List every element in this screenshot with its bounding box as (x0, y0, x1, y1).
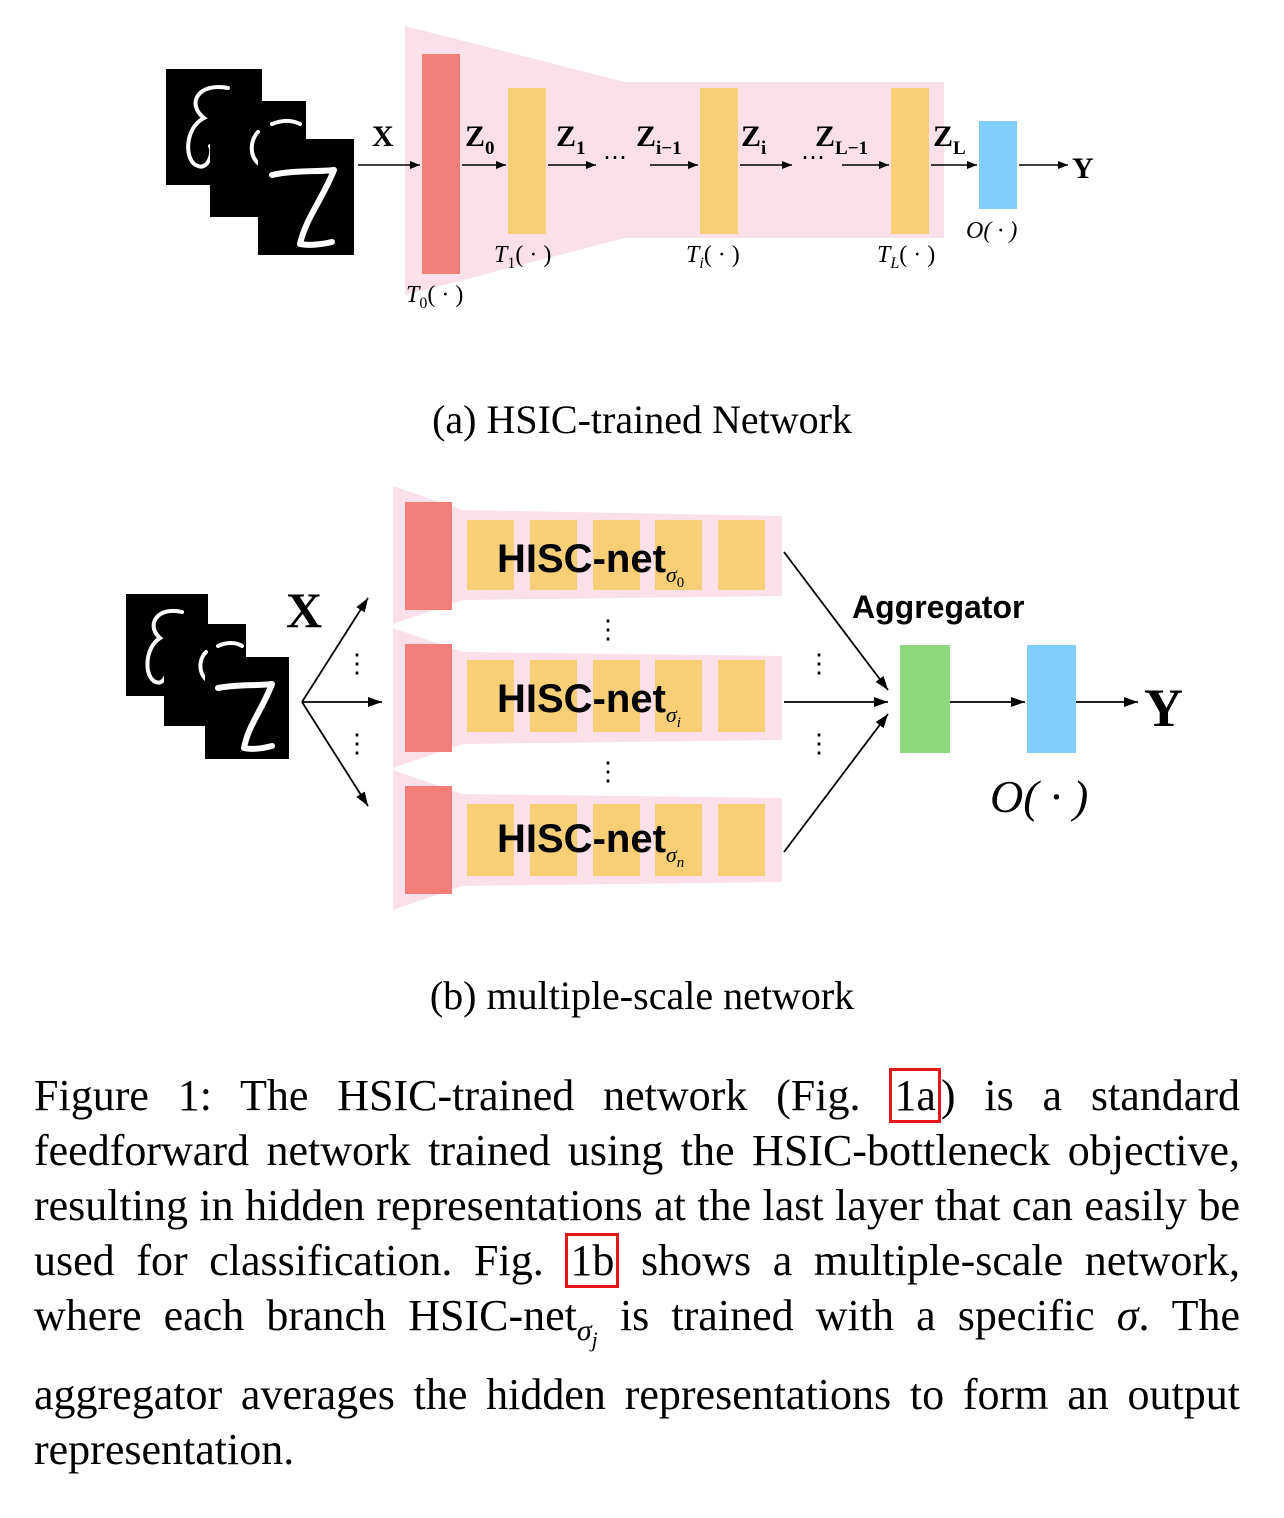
aggregator-input-arrows (783, 551, 889, 853)
caption-sigma: σ (1116, 1291, 1139, 1340)
subcaption-b: (b) multiple-scale network (429, 973, 855, 1018)
caption-text-5: . The aggregator averages the hidden rep… (34, 1291, 1241, 1474)
z-label-1: Z1 (556, 120, 586, 159)
output-label-y: Y (1072, 152, 1094, 185)
z-label-i-minus-1: Zi−1 (636, 120, 682, 159)
layer-label-ti: Ti( · ) (686, 242, 740, 272)
layer-label-t0: T0( · ) (406, 282, 463, 312)
caption-text-4: is trained with a specific (597, 1291, 1117, 1340)
figure-ref-1b-link[interactable]: 1b (565, 1233, 620, 1288)
z-label-i: Zi (741, 120, 766, 159)
vdots-input-lower: ⋮ (344, 729, 370, 758)
branch-sigma-i: HISC-netσi (393, 628, 782, 768)
layer-label-output: O( · ) (966, 218, 1017, 244)
branch-label-sigma-i: HISC-netσi (497, 677, 681, 731)
branch-sigma-n: HISC-netσn (393, 770, 782, 910)
branch-label-sigma-0: HISC-netσ0 (497, 537, 684, 591)
caption-text-3: shows a multiple-scale network, where ea… (34, 1236, 1240, 1340)
aggregator-label: Aggregator (852, 589, 1024, 625)
input-digit-images (126, 594, 289, 759)
figure-b-multiscale-network-diagram: X ⋮ ⋮ HISC-netσ0 ⋮ HISC-netσi ⋮ (126, 486, 1183, 910)
network-background (405, 26, 944, 295)
vdots-aggregator-lower: ⋮ (806, 729, 832, 758)
caption-text-1: Figure 1: The HSIC-trained network (Fig. (34, 1071, 890, 1120)
vdots-aggregator-upper: ⋮ (806, 649, 832, 678)
vdots-input-upper: ⋮ (344, 649, 370, 678)
layer-t0 (422, 54, 460, 274)
caption-text-2: ) is a standard feedforward network trai… (34, 1071, 1240, 1285)
figure-ref-1a-link[interactable]: 1a (889, 1068, 941, 1123)
layer-output (979, 121, 1017, 209)
vdots-branches-lower: ⋮ (595, 757, 621, 786)
figure-caption: Figure 1: The HSIC-trained network (Fig.… (34, 1068, 1240, 1477)
output-layer-block (1027, 645, 1076, 753)
ellipsis-1: ⋯ (603, 145, 627, 171)
figure-a-hsic-network-diagram: ⋯ ⋯ X Y Z0 Z1 Zi−1 Zi ZL−1 ZL T0( · ) T1… (166, 26, 1094, 312)
input-label-x: X (372, 120, 394, 153)
output-layer-label: O( · ) (990, 771, 1088, 822)
input-split-arrows (301, 597, 382, 807)
branch-sigma-0: HISC-netσ0 (393, 486, 782, 624)
input-label-x: X (286, 582, 322, 638)
vdots-branches-upper: ⋮ (595, 615, 621, 644)
layer-tl (891, 88, 929, 234)
z-label-l: ZL (933, 120, 966, 159)
ellipsis-2: ⋯ (801, 145, 825, 171)
aggregator-block (900, 645, 950, 753)
layer-label-t1: T1( · ) (494, 242, 551, 272)
input-digit-images (166, 69, 354, 255)
output-label-y: Y (1144, 678, 1183, 738)
layer-t1 (508, 88, 546, 234)
layer-ti (700, 88, 738, 234)
subcaption-a: (a) HSIC-trained Network (432, 397, 852, 442)
caption-subscript: σj (576, 1313, 598, 1352)
layer-label-tl: TL( · ) (877, 242, 935, 272)
z-label-0: Z0 (465, 120, 495, 159)
branch-label-sigma-n: HISC-netσn (497, 817, 684, 871)
z-label-l-minus-1: ZL−1 (815, 120, 868, 159)
